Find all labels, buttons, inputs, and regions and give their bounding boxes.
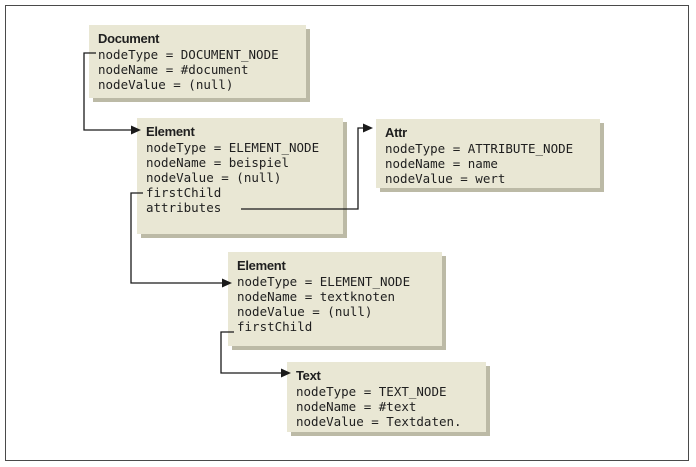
element-beispiel-node-value: nodeValue = (null) [146, 170, 282, 185]
element-beispiel-node-type: nodeType = ELEMENT_NODE [146, 140, 320, 155]
text-node: Text nodeType = TEXT_NODE nodeName = #te… [287, 362, 486, 432]
element-beispiel-first-child: firstChild [146, 185, 222, 200]
element-beispiel-attributes: attributes [146, 200, 222, 215]
element-textknoten-node-value: nodeValue = (null) [237, 304, 373, 319]
text-node-value: nodeValue = Textdaten. [296, 414, 462, 429]
attr-node: Attr nodeType = ATTRIBUTE_NODE nodeName … [376, 119, 600, 188]
text-node-type: nodeType = TEXT_NODE [296, 384, 447, 399]
attr-node-name: nodeName = name [385, 156, 498, 171]
element-beispiel-node: Element nodeType = ELEMENT_NODE nodeName… [137, 118, 343, 234]
element-textknoten-node: Element nodeType = ELEMENT_NODE nodeName… [228, 252, 442, 346]
element-beispiel-title: Element [146, 124, 195, 139]
document-node-value: nodeValue = (null) [98, 77, 234, 92]
element-beispiel-node-name: nodeName = beispiel [146, 155, 289, 170]
document-node-type: nodeType = DOCUMENT_NODE [98, 47, 279, 62]
attr-node-title: Attr [385, 125, 407, 140]
element-textknoten-title: Element [237, 258, 286, 273]
document-node: Document nodeType = DOCUMENT_NODE nodeNa… [89, 25, 306, 98]
attr-node-type: nodeType = ATTRIBUTE_NODE [385, 141, 574, 156]
text-node-title: Text [296, 368, 321, 383]
attr-node-value: nodeValue = wert [385, 171, 506, 186]
element-textknoten-node-type: nodeType = ELEMENT_NODE [237, 274, 411, 289]
element-textknoten-node-name: nodeName = textknoten [237, 289, 396, 304]
text-node-name: nodeName = #text [296, 399, 417, 414]
document-node-title: Document [98, 31, 160, 46]
document-node-name: nodeName = #document [98, 62, 249, 77]
element-textknoten-first-child: firstChild [237, 319, 313, 334]
